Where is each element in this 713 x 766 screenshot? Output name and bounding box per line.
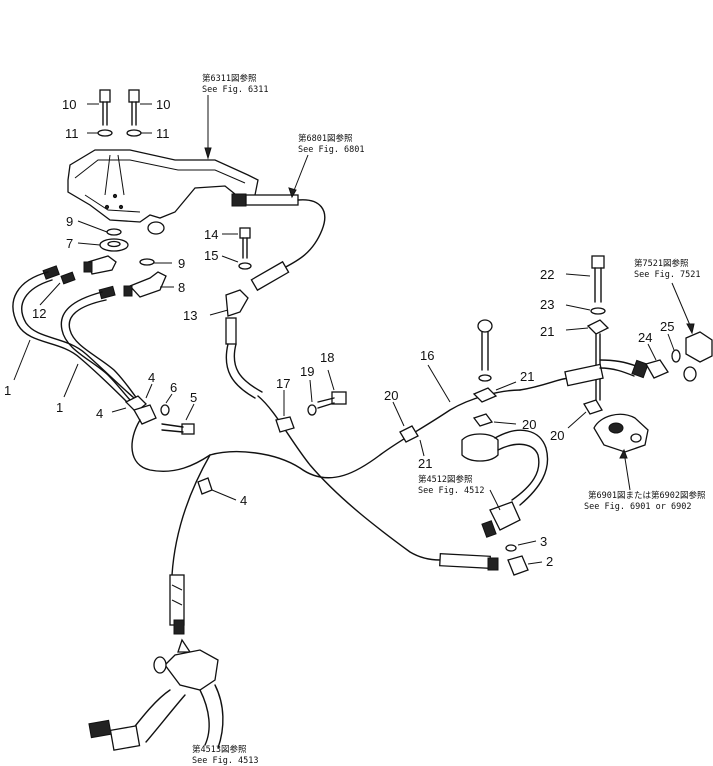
label-14: 14 xyxy=(204,227,218,242)
ref-4512-en: See Fig. 4512 xyxy=(418,486,485,496)
ref-4513-en: See Fig. 4513 xyxy=(192,756,259,766)
label-25: 25 xyxy=(660,319,674,334)
label-21-right: 21 xyxy=(540,324,554,339)
manifold-bracket xyxy=(67,149,259,235)
label-22: 22 xyxy=(540,267,554,282)
ref-6311-en: See Fig. 6311 xyxy=(202,85,269,95)
ref-4512-jp: 第4512図参照 xyxy=(418,474,473,485)
bolt-10-right xyxy=(128,89,140,126)
bolt-5 xyxy=(161,423,195,435)
label-10-left: 10 xyxy=(62,97,76,112)
label-11-left: 11 xyxy=(65,126,79,141)
bolt-14 xyxy=(239,227,251,259)
elbow-2 xyxy=(507,555,529,576)
label-24: 24 xyxy=(638,330,652,345)
label-13: 13 xyxy=(183,308,197,323)
ref-4513-jp: 第4513図参照 xyxy=(192,744,247,755)
bolt-22 xyxy=(591,255,605,303)
clamp-21-right xyxy=(586,319,610,335)
label-1-right: 1 xyxy=(56,400,63,415)
label-9-left: 9 xyxy=(66,214,73,229)
label-15: 15 xyxy=(204,248,218,263)
label-16: 16 xyxy=(420,348,434,363)
ref-6801-jp: 第6801図参照 xyxy=(298,133,353,144)
clamp-17 xyxy=(275,416,295,433)
washer-11-left xyxy=(97,129,113,137)
ref-6901-jp: 第6901図または第6902図参照 xyxy=(588,490,706,501)
label-9-right: 9 xyxy=(178,256,185,271)
label-20-mid: 20 xyxy=(522,417,536,432)
pipe-4512 xyxy=(461,429,549,538)
bolt-10-left xyxy=(99,89,111,126)
block-4 xyxy=(133,404,157,425)
o-ring-9-right xyxy=(139,258,155,266)
washer-11-right xyxy=(126,129,142,137)
clamp-20-left xyxy=(399,425,419,443)
clamp-20-right xyxy=(583,399,603,415)
hose-end-12b xyxy=(60,271,76,285)
clamp-20-mid xyxy=(472,413,494,427)
o-ring-3 xyxy=(505,544,517,552)
hose-near-2 xyxy=(439,553,491,569)
bolt-pipe-4512 xyxy=(477,319,493,382)
label-11-right: 11 xyxy=(156,126,170,141)
component-7521 xyxy=(683,331,713,382)
hose-end-12a xyxy=(42,265,60,280)
label-21-left: 21 xyxy=(418,456,432,471)
label-4-b: 4 xyxy=(148,370,155,385)
label-7: 7 xyxy=(66,236,73,251)
label-2: 2 xyxy=(546,554,553,569)
elbow-upper xyxy=(83,255,117,275)
label-5: 5 xyxy=(190,390,197,405)
clamp-21-mid xyxy=(472,387,498,403)
component-6901 xyxy=(593,413,649,453)
elbow-24 xyxy=(645,359,669,379)
bolt-18 xyxy=(317,391,347,409)
washer-19 xyxy=(307,404,317,416)
label-20-right: 20 xyxy=(550,428,564,443)
label-1-left: 1 xyxy=(4,383,11,398)
tee-fitting-13 xyxy=(225,289,249,317)
label-10-right: 10 xyxy=(156,97,170,112)
label-12: 12 xyxy=(32,306,46,321)
o-ring-25 xyxy=(671,349,681,363)
label-21-mid: 21 xyxy=(520,369,534,384)
label-20-left: 20 xyxy=(384,388,398,403)
right-hose xyxy=(564,363,604,387)
elbow-8 xyxy=(123,271,167,298)
o-ring-9-left xyxy=(106,228,122,236)
ref-6801-en: See Fig. 6801 xyxy=(298,145,365,155)
label-6: 6 xyxy=(170,380,177,395)
washer-15 xyxy=(238,262,252,270)
clamp-4-lower xyxy=(197,477,213,495)
hose-end-upper xyxy=(98,285,116,300)
short-hose xyxy=(250,260,290,292)
label-19: 19 xyxy=(300,364,314,379)
ref-6901-en: See Fig. 6901 or 6902 xyxy=(584,502,691,512)
label-4-a: 4 xyxy=(96,406,103,421)
label-3: 3 xyxy=(540,534,547,549)
hose-6801 xyxy=(231,193,326,271)
ref-7521-jp: 第7521図参照 xyxy=(634,258,689,269)
label-23: 23 xyxy=(540,297,554,312)
flange-7 xyxy=(99,238,129,252)
label-18: 18 xyxy=(320,350,334,365)
ref-7521-en: See Fig. 7521 xyxy=(634,270,701,280)
label-4-c: 4 xyxy=(240,493,247,508)
washer-23 xyxy=(590,307,606,315)
label-17: 17 xyxy=(276,376,290,391)
ref-6311-jp: 第6311図参照 xyxy=(202,73,257,84)
lower-pipe-assembly xyxy=(88,638,224,751)
label-8: 8 xyxy=(178,280,185,295)
spring-washer-6 xyxy=(160,404,170,416)
